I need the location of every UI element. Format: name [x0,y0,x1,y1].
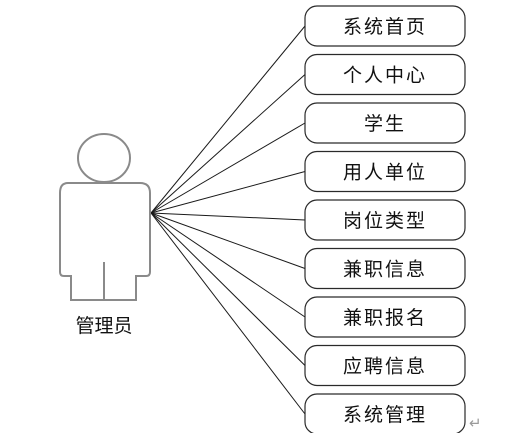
use-case-box [304,53,466,96]
use-case-label: 兼职信息 [343,259,427,281]
use-case-box [304,344,466,387]
use-case-recruit-info: 应聘信息 [304,344,466,387]
use-case-label: 兼职报名 [343,307,427,329]
association-line-recruit-info [150,212,306,366]
actor-label: 管理员 [75,315,132,337]
paragraph-mark: ↵ [469,414,482,432]
use-case-box [304,199,466,241]
use-case-label: 学生 [364,113,406,135]
association-line-employer [150,171,306,214]
use-case-label: 系统管理 [343,404,427,426]
use-case-box [304,5,466,47]
use-case-box [304,296,466,338]
association-line-position-type [150,212,306,221]
use-case-label: 个人中心 [343,65,427,87]
association-line-home [150,25,306,214]
use-case-home: 系统首页 [304,5,466,47]
association-line-student [150,122,306,214]
use-case-personal-center: 个人中心 [304,53,466,96]
use-case-parttime-signup: 兼职报名 [304,296,466,338]
use-case-label: 应聘信息 [343,356,427,378]
use-case-system-manage: 系统管理 [304,393,466,433]
association-line-parttime-info [150,212,306,269]
use-case-box [304,247,466,290]
use-case-label: 用人单位 [343,162,427,184]
use-case-box [304,393,466,433]
person-outline-icon [59,133,151,301]
use-case-box [304,102,466,144]
use-case-label: 岗位类型 [343,210,427,232]
use-case-box [304,150,466,193]
use-case-student: 学生 [304,102,466,144]
use-case-label: 系统首页 [343,16,427,38]
association-line-system-manage [150,212,306,415]
association-line-parttime-signup [150,212,306,318]
use-case-parttime-info: 兼职信息 [304,247,466,290]
actor-administrator: 管理员 [59,133,151,337]
association-lines [150,25,306,415]
use-case-position-type: 岗位类型 [304,199,466,241]
use-case-employer: 用人单位 [304,150,466,193]
association-line-personal-center [150,74,306,214]
